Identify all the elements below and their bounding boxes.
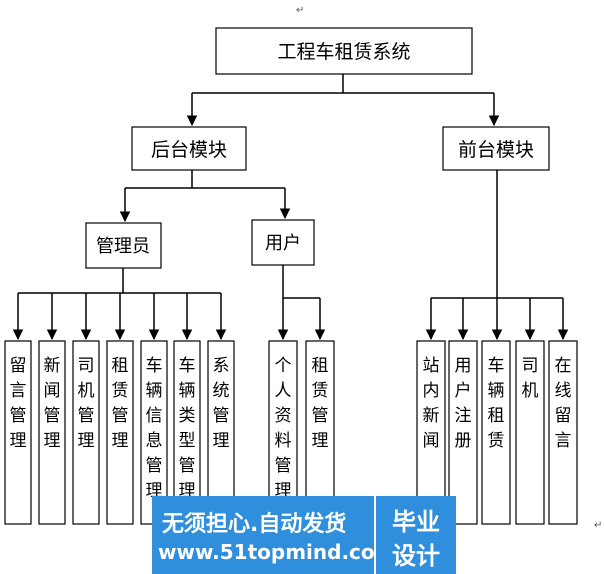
watermark-right-panel: 毕业 设计 [376,496,456,574]
admin-item-label: 系统管理 [213,356,230,451]
watermark-left-panel: 无须担心.自动发货 www.51topmind.com [152,496,395,574]
root-box [215,27,473,75]
admin-label: 管理员 [96,236,150,257]
admin-item-box [140,340,168,525]
admin-item-label: 留言管理 [10,356,27,451]
watermark-url: www.51topmind.com [158,540,396,564]
admin-item-box [106,340,134,525]
admin-item-label: 司机管理 [78,356,95,451]
connector-lines [12,74,569,341]
root-label: 工程车租赁系统 [277,41,410,63]
backend-module-box [131,126,247,171]
watermark-slogan: 无须担心.自动发货 [162,512,347,537]
admin-item-box [173,340,201,525]
frontend-module-box [442,126,550,171]
user-item-label: 租赁管理 [312,356,329,451]
user-box [251,219,315,266]
front-item-label: 司机 [522,356,539,401]
user-label: 用户 [265,233,301,254]
return-mark-top: ↵ [296,5,305,16]
return-mark-right: ↵ [594,520,603,531]
admin-item-box [207,340,235,525]
front-item-box [416,340,446,525]
watermark-banner: 无须担心.自动发货 www.51topmind.com 毕业 设计 [152,496,456,574]
user-item-box [268,340,298,525]
admin-item-label: 新闻管理 [44,356,61,451]
admin-box [85,222,162,269]
front-item-label: 车辆租赁 [488,356,505,451]
admin-item-label: 车辆信息管理 [146,356,163,501]
admin-item-box [4,340,32,525]
front-item-box [448,340,478,525]
front-item-label: 用户注册 [455,356,472,451]
front-item-box [481,340,511,525]
front-item-box [515,340,545,525]
watermark-right-bottom: 设计 [392,542,440,570]
front-item-box [548,340,578,525]
front-item-label: 站内新闻 [423,356,440,451]
admin-item-label: 租赁管理 [112,356,129,451]
front-item-label: 在线留言 [555,356,572,451]
admin-item-box [38,340,66,525]
leaf-nodes: 留言管理新闻管理司机管理租赁管理车辆信息管理车辆类型管理系统管理个人资料管理租赁… [4,340,578,525]
admin-item-label: 车辆类型管理 [179,356,196,501]
frontend-module-label: 前台模块 [458,139,534,161]
admin-item-box [72,340,100,525]
user-item-box [305,340,335,525]
watermark-right-top: 毕业 [392,508,440,536]
user-item-label: 个人资料管理 [275,356,292,501]
backend-module-label: 后台模块 [151,139,227,161]
